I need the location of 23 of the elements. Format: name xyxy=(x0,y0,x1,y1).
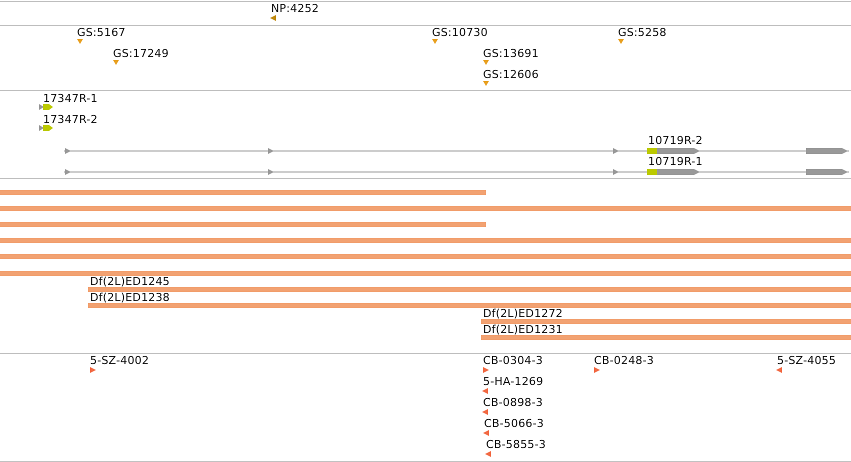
feature-label: 5-HA-1269 xyxy=(483,375,544,388)
feature-label: GS:10730 xyxy=(432,26,488,39)
feature-label: Df(2L)ED1272 xyxy=(483,307,563,320)
feature-label: GS:12606 xyxy=(483,68,539,81)
feature-label: CB-0898-3 xyxy=(483,396,543,409)
feature-label: NP:4252 xyxy=(271,2,319,15)
feature-label: CB-0304-3 xyxy=(483,354,543,367)
feature-label: Df(2L)ED1238 xyxy=(90,291,170,304)
feature-label: Df(2L)ED1231 xyxy=(483,323,563,336)
feature-label: GS:5258 xyxy=(618,26,667,39)
feature-label: 10719R-1 xyxy=(648,155,703,168)
feature-label: CB-0248-3 xyxy=(594,354,654,367)
feature-label: CB-5066-3 xyxy=(484,417,544,430)
feature-label: 5-SZ-4055 xyxy=(777,354,836,367)
feature-label: 17347R-2 xyxy=(43,113,98,126)
feature-label: 10719R-2 xyxy=(648,134,703,147)
feature-label: GS:5167 xyxy=(77,26,126,39)
feature-label: 5-SZ-4002 xyxy=(90,354,150,367)
feature-label: 17347R-1 xyxy=(43,92,98,105)
feature-label: GS:17249 xyxy=(113,47,169,60)
feature-label: Df(2L)ED1245 xyxy=(90,275,170,288)
feature-label: GS:13691 xyxy=(483,47,539,60)
feature-label: CB-5855-3 xyxy=(486,438,546,451)
